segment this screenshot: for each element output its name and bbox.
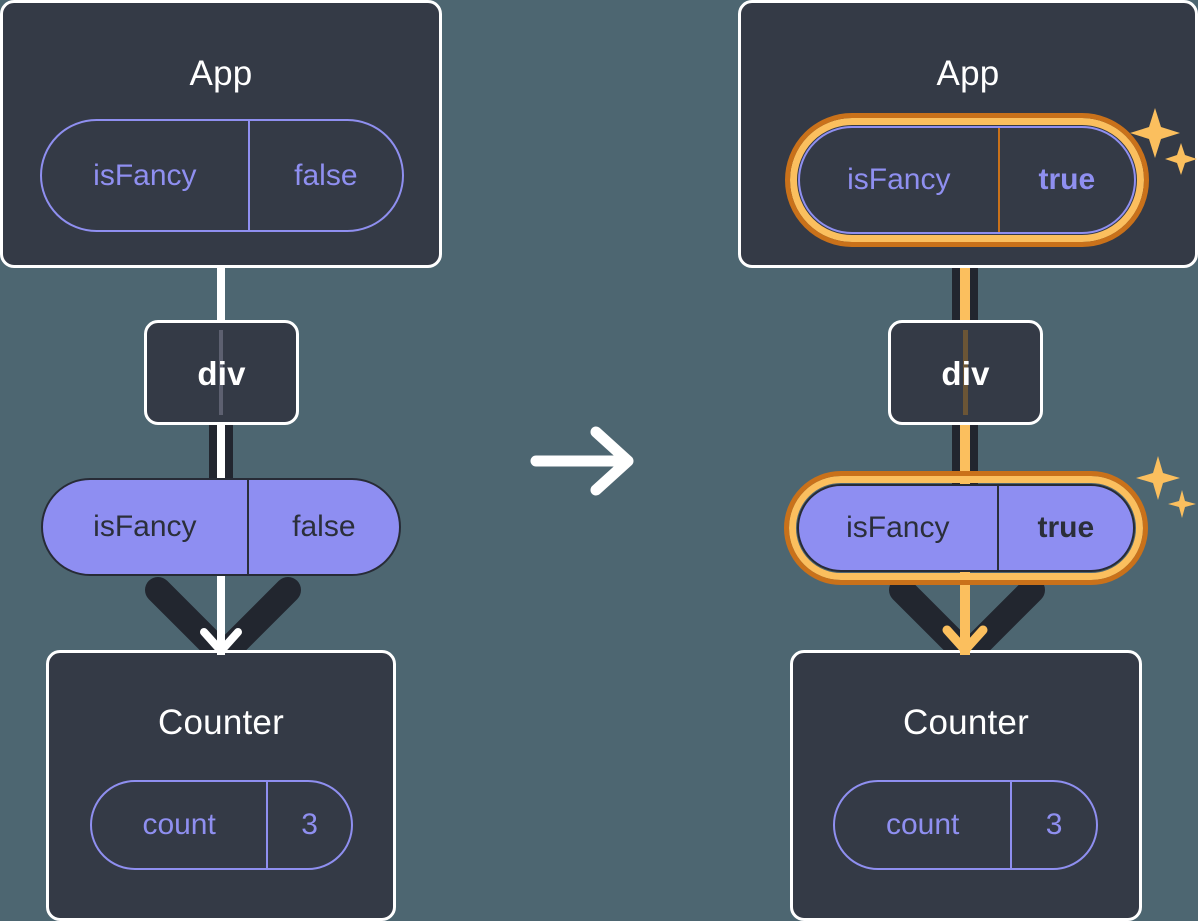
div-label-after: div — [941, 355, 990, 392]
transition-arrow-right-icon — [530, 426, 634, 496]
pill-value: true — [996, 486, 1133, 570]
connector-passthrough-div-after — [963, 330, 968, 415]
connector-div-to-pill-inner-before — [217, 418, 225, 493]
connector-pill-to-counter-shaft-before — [217, 560, 225, 655]
counter-state-pill-before[interactable]: count 3 — [90, 780, 353, 870]
pill-value: 3 — [1010, 782, 1096, 868]
connector-app-to-div-inner-after — [960, 212, 970, 327]
div-label-before: div — [197, 355, 246, 392]
app-state-pill-before[interactable]: isFancy false — [40, 119, 404, 232]
pill-key: count — [142, 808, 216, 841]
app-title-after: App — [936, 54, 1000, 93]
pill-key: isFancy — [93, 510, 197, 543]
prop-pill-after[interactable]: isFancy true — [797, 484, 1135, 572]
pill-key: isFancy — [93, 158, 197, 192]
connector-passthrough-div-before — [219, 330, 223, 415]
arrowhead-counter-before — [200, 628, 242, 655]
counter-title-after: Counter — [903, 703, 1029, 742]
sparkle-icon-prop-after — [1136, 456, 1196, 518]
connector-div-to-pill-inner-after — [960, 418, 970, 496]
pill-value: true — [997, 128, 1134, 232]
sparkle-icon-app-after — [1130, 108, 1197, 175]
pill-value: false — [246, 480, 399, 574]
connector-app-to-div-before — [217, 258, 225, 323]
app-title-before: App — [189, 54, 253, 93]
arrowhead-counter-after — [942, 625, 988, 655]
app-state-pill-after[interactable]: isFancy true — [798, 126, 1136, 234]
prop-pill-before[interactable]: isFancy false — [41, 478, 401, 576]
pill-key: isFancy — [847, 163, 951, 196]
pill-value: false — [247, 121, 402, 230]
pill-value: 3 — [266, 782, 351, 868]
pill-key: isFancy — [846, 511, 950, 544]
counter-title-before: Counter — [158, 703, 284, 742]
pill-key: count — [885, 808, 960, 841]
connector-pill-to-counter-shaft-after — [960, 560, 970, 655]
counter-state-pill-after[interactable]: count 3 — [833, 780, 1098, 870]
